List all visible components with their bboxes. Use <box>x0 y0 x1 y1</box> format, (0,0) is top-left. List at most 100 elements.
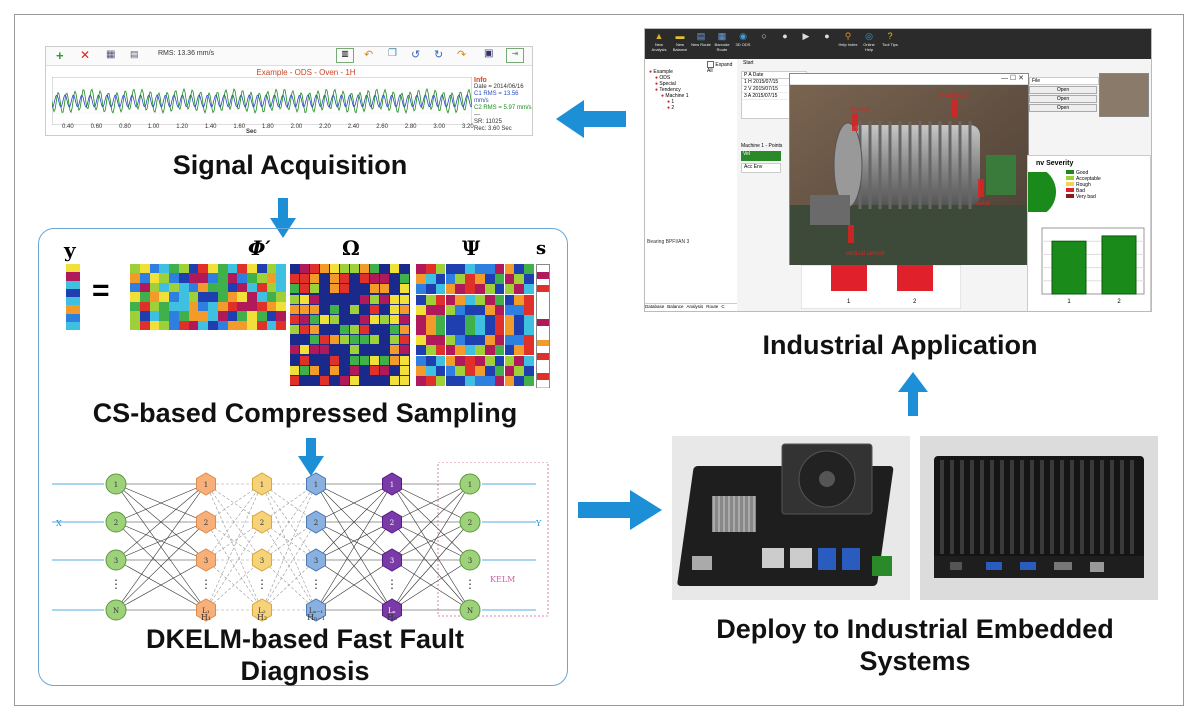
x-tick-label: 1.00 <box>147 124 160 130</box>
vel-row[interactable]: Vel <box>741 151 781 161</box>
tab-start[interactable]: Start <box>743 60 754 66</box>
window-titlebar: — ☐ ✕ <box>790 74 1028 85</box>
export-icon[interactable]: ⇥ <box>506 48 524 63</box>
caption-dkelm-line1: DKELM-based Fast Fault <box>145 624 465 654</box>
ribbon-button[interactable]: ▲New Analysis <box>649 31 669 52</box>
ribbon-button[interactable]: ?Tool Tips <box>880 31 900 47</box>
network-edge <box>115 521 207 561</box>
bottom-tab[interactable]: Balance <box>667 304 684 309</box>
legend-item: Bad <box>1066 188 1101 194</box>
phi-symbol: Φ′ <box>248 236 271 260</box>
x-tick-label: 1.40 <box>204 124 217 130</box>
table-row[interactable]: 1 H 2015/07/15 <box>742 79 806 86</box>
input-node <box>105 511 127 533</box>
ribbon-button[interactable]: ▬New Balance <box>670 31 690 52</box>
ribbon-button[interactable]: ⚲Help Index <box>838 31 858 47</box>
expand-all[interactable]: Expand All <box>707 61 737 74</box>
photo-label: Axial <box>976 201 989 207</box>
machine-tab[interactable]: Machine 1 - Points <box>741 143 783 149</box>
undo-icon[interactable]: ↶ <box>364 49 374 61</box>
node-label: 1 <box>204 481 208 489</box>
bottom-tab[interactable]: Analysis <box>686 304 704 309</box>
omega-symbol: Ω <box>342 236 360 260</box>
tree-item[interactable]: ● 2 <box>667 105 675 111</box>
node-label: 1 <box>314 481 318 489</box>
x-tick-label: 1.60 <box>233 124 246 130</box>
ribbon-button[interactable]: ● <box>775 31 795 42</box>
h2-node <box>252 548 272 572</box>
tree-item[interactable]: ● 1 <box>667 99 675 105</box>
copy-icon[interactable]: ❐ <box>388 48 397 59</box>
ribbon-button[interactable]: ◉3D ODS <box>733 31 753 47</box>
bottom-tab[interactable]: Database <box>645 304 665 309</box>
ribbon-button[interactable]: ○ <box>754 31 774 42</box>
node-label: 3 <box>468 557 472 565</box>
network-edge <box>315 483 393 611</box>
bottom-tab[interactable]: C <box>721 304 725 309</box>
add-icon[interactable]: + <box>56 48 64 63</box>
ribbon-icon: ⚲ <box>844 31 852 41</box>
tree-item[interactable]: ● ODS <box>655 75 671 81</box>
arrow-left-icon <box>556 100 626 138</box>
arrow-down-icon <box>298 438 324 476</box>
tree-item[interactable]: ● Machine 1 <box>661 93 689 99</box>
fft-icon[interactable]: ▤ <box>130 49 139 59</box>
table-row[interactable]: 2 V 2015/07/15 <box>742 86 806 93</box>
delete-icon[interactable]: ✕ <box>80 48 91 62</box>
network-edge <box>315 521 393 561</box>
tree-item[interactable]: ● Special <box>655 81 676 87</box>
network-edge <box>391 559 471 611</box>
open-button[interactable]: Open <box>1029 104 1097 112</box>
network-edge <box>261 483 317 611</box>
caption-industrial-application: Industrial Application <box>762 330 1038 360</box>
x-tick-label: 2.60 <box>376 124 388 130</box>
ribbon-button[interactable]: ▦Barcode Route <box>712 31 732 52</box>
ribbon-button[interactable]: ▶ <box>796 31 816 42</box>
rotate-left-icon[interactable]: ↺ <box>411 49 421 61</box>
network-edge <box>391 483 471 561</box>
h2-node <box>252 598 272 622</box>
h3-node <box>306 548 326 572</box>
table-row[interactable]: 3 A 2015/07/15 <box>742 93 806 100</box>
equals-sign: = <box>92 274 110 307</box>
bottom-tab[interactable]: Route <box>706 304 719 309</box>
network-edge <box>391 483 471 523</box>
redo-icon[interactable]: ↷ <box>457 49 467 61</box>
ribbon-label: 3D ODS <box>735 42 751 47</box>
ribbon-button[interactable]: ◎Online Help <box>859 31 879 52</box>
node-label: 1 <box>468 481 472 489</box>
x-tick-label: 1.20 <box>176 124 188 130</box>
save-icon[interactable]: ▣ <box>484 48 494 59</box>
input-node <box>105 599 127 621</box>
network-edge <box>205 483 263 561</box>
acc-row[interactable]: Acc Env <box>741 163 781 173</box>
rotate-right-icon[interactable]: ↻ <box>434 49 444 61</box>
h2-node <box>252 510 272 534</box>
network-edge <box>205 483 263 523</box>
network-edge <box>315 483 393 523</box>
x-tick-label: 0.80 <box>119 124 131 130</box>
ribbon-label: Tool Tips <box>882 42 898 47</box>
ribbon-button[interactable]: ▤New Route <box>691 31 711 47</box>
grid-icon[interactable]: ▦ <box>106 49 116 60</box>
node-label: 3 <box>114 557 118 565</box>
x-tick-label: 3.20 <box>462 124 474 130</box>
photo-label: Vertical <box>850 107 870 113</box>
x-label: X <box>56 519 62 528</box>
open-button[interactable]: Open <box>1029 95 1097 103</box>
node-label: 1 <box>114 481 118 489</box>
ribbon-button[interactable]: ● <box>817 31 837 42</box>
industrial-app-screenshot: ▲New Analysis▬New Balance▤New Route▦Barc… <box>644 28 1152 312</box>
bars-icon[interactable]: ▥ <box>336 48 354 63</box>
network-edge <box>115 521 207 611</box>
tree-item[interactable]: ● Tendency <box>655 87 681 93</box>
open-button[interactable]: Open <box>1029 86 1097 94</box>
psi-matrix <box>416 264 534 386</box>
caption-dkelm-line2: Diagnosis <box>240 656 370 686</box>
network-edge <box>261 483 317 611</box>
tree-list: ● Example● ODS● Special● Tendency● Machi… <box>649 69 689 111</box>
legend-item: Rough <box>1066 182 1101 188</box>
tree-item[interactable]: ● Example <box>649 69 673 75</box>
